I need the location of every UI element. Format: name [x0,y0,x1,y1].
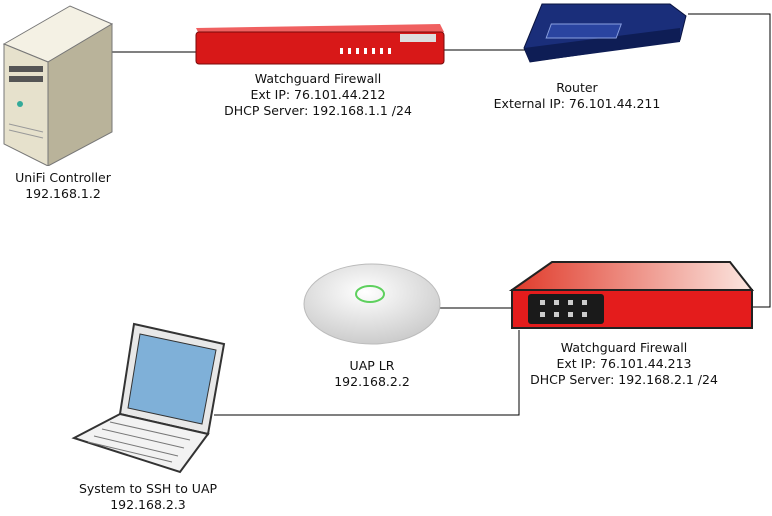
uap-ip: 192.168.2.2 [334,374,410,389]
laptop-name: System to SSH to UAP [78,481,218,496]
controller-name: UniFi Controller [15,170,111,185]
laptop-label: System to SSH to UAP 192.168.2.3 [79,481,217,513]
laptop-ip: 192.168.2.3 [110,497,186,512]
firewall2-label: Watchguard Firewall Ext IP: 76.101.44.21… [530,340,718,388]
firewall1-name: Watchguard Firewall [254,71,382,86]
firewall-icon [195,24,445,65]
controller-label: UniFi Controller 192.168.1.2 [15,170,111,202]
firewall1-dhcp: DHCP Server: 192.168.1.1 /24 [224,103,412,118]
firewall-icon [508,261,755,329]
uap-name: UAP LR [349,358,395,373]
link-router-firewall2 [688,13,771,308]
firewall1-label: Watchguard Firewall Ext IP: 76.101.44.21… [224,71,412,119]
router-label: Router External IP: 76.101.44.211 [494,80,661,112]
router-name: Router [556,80,598,95]
link-laptop-firewall2 [214,330,520,416]
firewall2-ext-ip: Ext IP: 76.101.44.213 [556,356,692,371]
controller-ip: 192.168.1.2 [25,186,101,201]
router-icon [523,3,687,63]
firewall2-name: Watchguard Firewall [560,340,688,355]
uap-label: UAP LR 192.168.2.2 [334,358,410,390]
laptop-icon [71,322,226,474]
access-point-icon [303,263,441,345]
server-tower-icon [2,5,114,166]
router-ext-ip: External IP: 76.101.44.211 [493,96,661,111]
firewall2-dhcp: DHCP Server: 192.168.2.1 /24 [530,372,718,387]
firewall1-ext-ip: Ext IP: 76.101.44.212 [250,87,386,102]
